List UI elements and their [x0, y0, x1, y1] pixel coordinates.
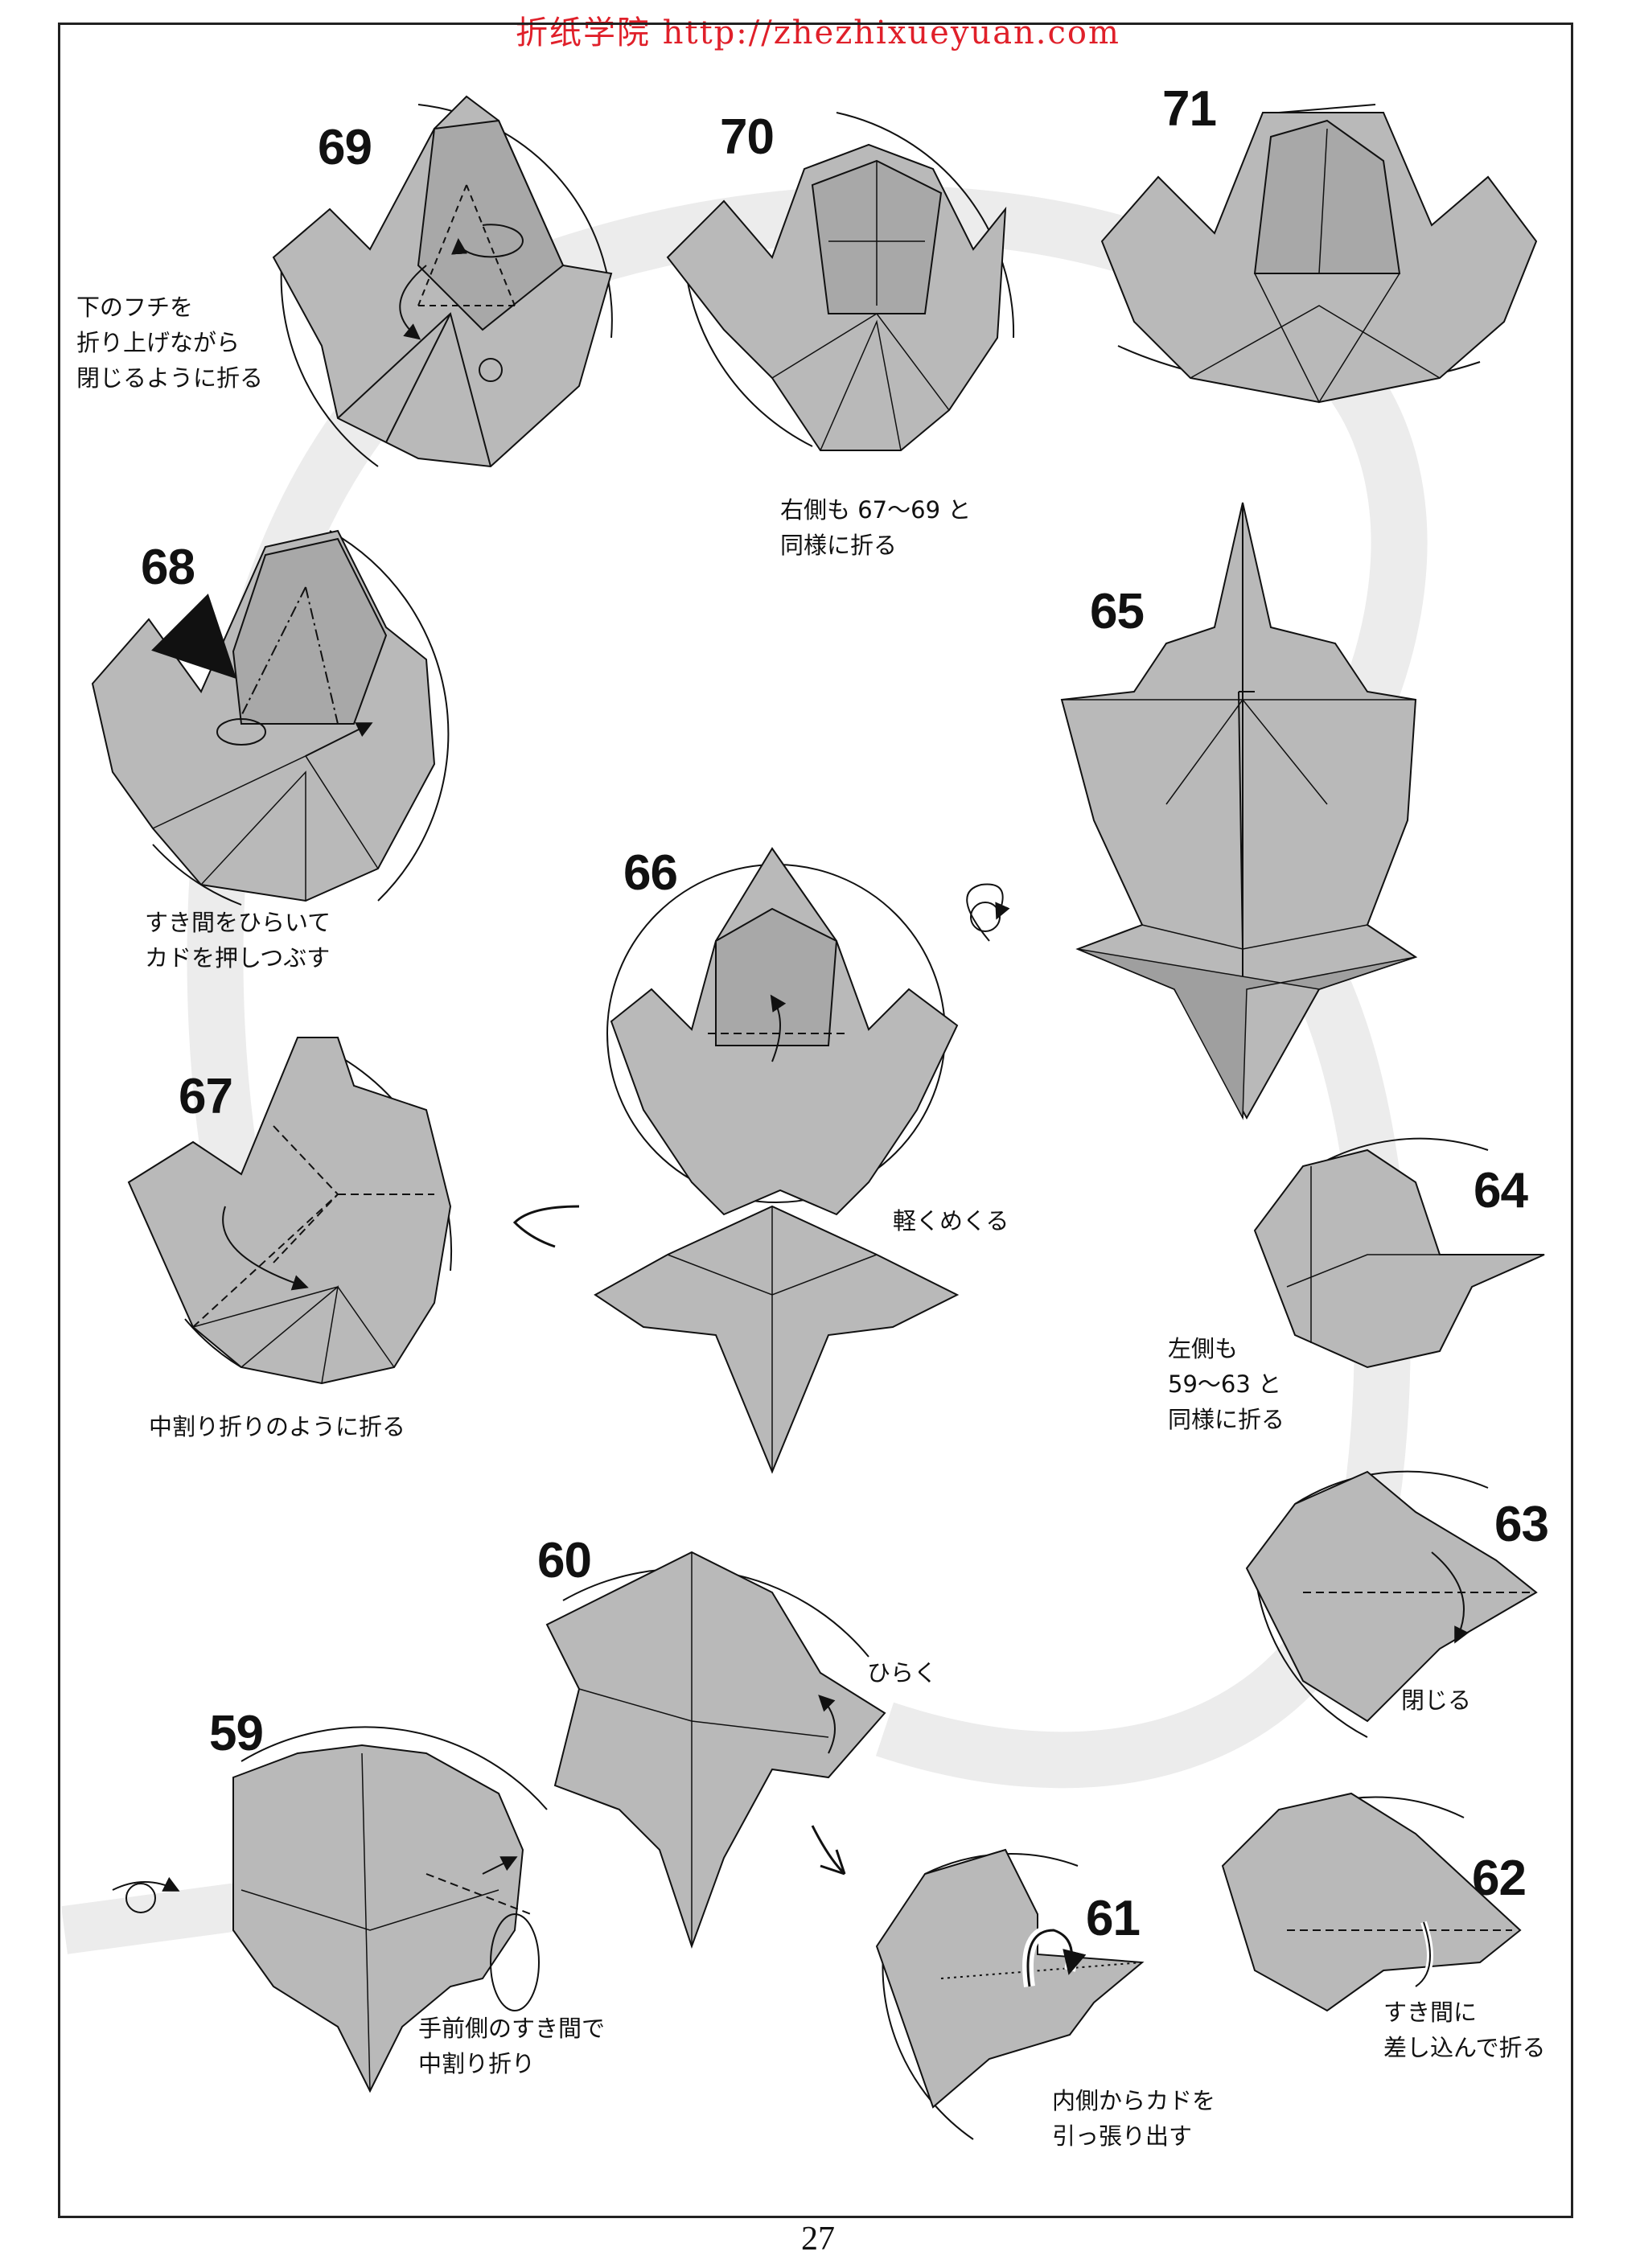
caption-step-70: 右側も 67～69 と 同様に折る — [780, 496, 972, 559]
step-number-63: 63 — [1494, 1497, 1549, 1552]
diagram-step-71 — [1100, 104, 1538, 404]
diagram-step-63 — [1245, 1470, 1538, 1738]
caption-step-62: すき間に 差し込んで折る — [1383, 1999, 1546, 2061]
step-number-59: 59 — [209, 1706, 264, 1761]
caption-step-67: 中割り折りのように折る — [149, 1413, 406, 1440]
caption-step-64: 左側も 59～63 と 同様に折る — [1168, 1335, 1285, 1433]
step-number-64: 64 — [1474, 1163, 1528, 1218]
diagram-step-60 — [545, 1551, 886, 1950]
diagram-step-67 — [127, 1037, 580, 1385]
diagram-step-62 — [1221, 1792, 1522, 2012]
diagram-step-68 — [91, 529, 450, 906]
diagram-step-66 — [594, 847, 1010, 1474]
step-number-69: 69 — [318, 120, 372, 175]
diagram-step-65 — [1060, 502, 1418, 1120]
diagram-step-61 — [875, 1848, 1145, 2140]
step-number-71: 71 — [1162, 81, 1217, 137]
caption-step-61: 内側からカドを 引っ張り出す — [1052, 2087, 1216, 2150]
caption-step-59: 手前側のすき間で 中割り折り — [418, 2015, 606, 2077]
step-number-67: 67 — [179, 1069, 233, 1124]
page-number: 27 — [801, 2221, 835, 2258]
caption-step-69: 下のフチを 折り上げながら 閉じるように折る — [76, 294, 264, 392]
caption-step-68: すき間をひらいて カドを押しつぶす — [145, 909, 331, 972]
step-number-68: 68 — [141, 540, 195, 595]
page-frame — [58, 23, 1573, 2218]
diagram-step-59 — [112, 1726, 548, 2093]
watermark-header: 折纸学院 http://zhezhixueyuan.com — [516, 14, 1120, 51]
caption-step-66: 軽くめくる — [893, 1207, 1009, 1235]
step-number-61: 61 — [1086, 1891, 1141, 1946]
diagram-step-69 — [272, 95, 613, 468]
step-number-65: 65 — [1090, 584, 1145, 639]
step-number-66: 66 — [623, 845, 678, 901]
step-number-62: 62 — [1472, 1851, 1527, 1906]
caption-step-63: 閉じる — [1401, 1687, 1472, 1714]
diagram-step-64 — [1253, 1137, 1545, 1369]
diagram-step-70 — [666, 112, 1015, 451]
caption-step-60: ひらく — [867, 1659, 938, 1687]
step-number-60: 60 — [537, 1533, 592, 1588]
step-number-70: 70 — [720, 109, 775, 165]
